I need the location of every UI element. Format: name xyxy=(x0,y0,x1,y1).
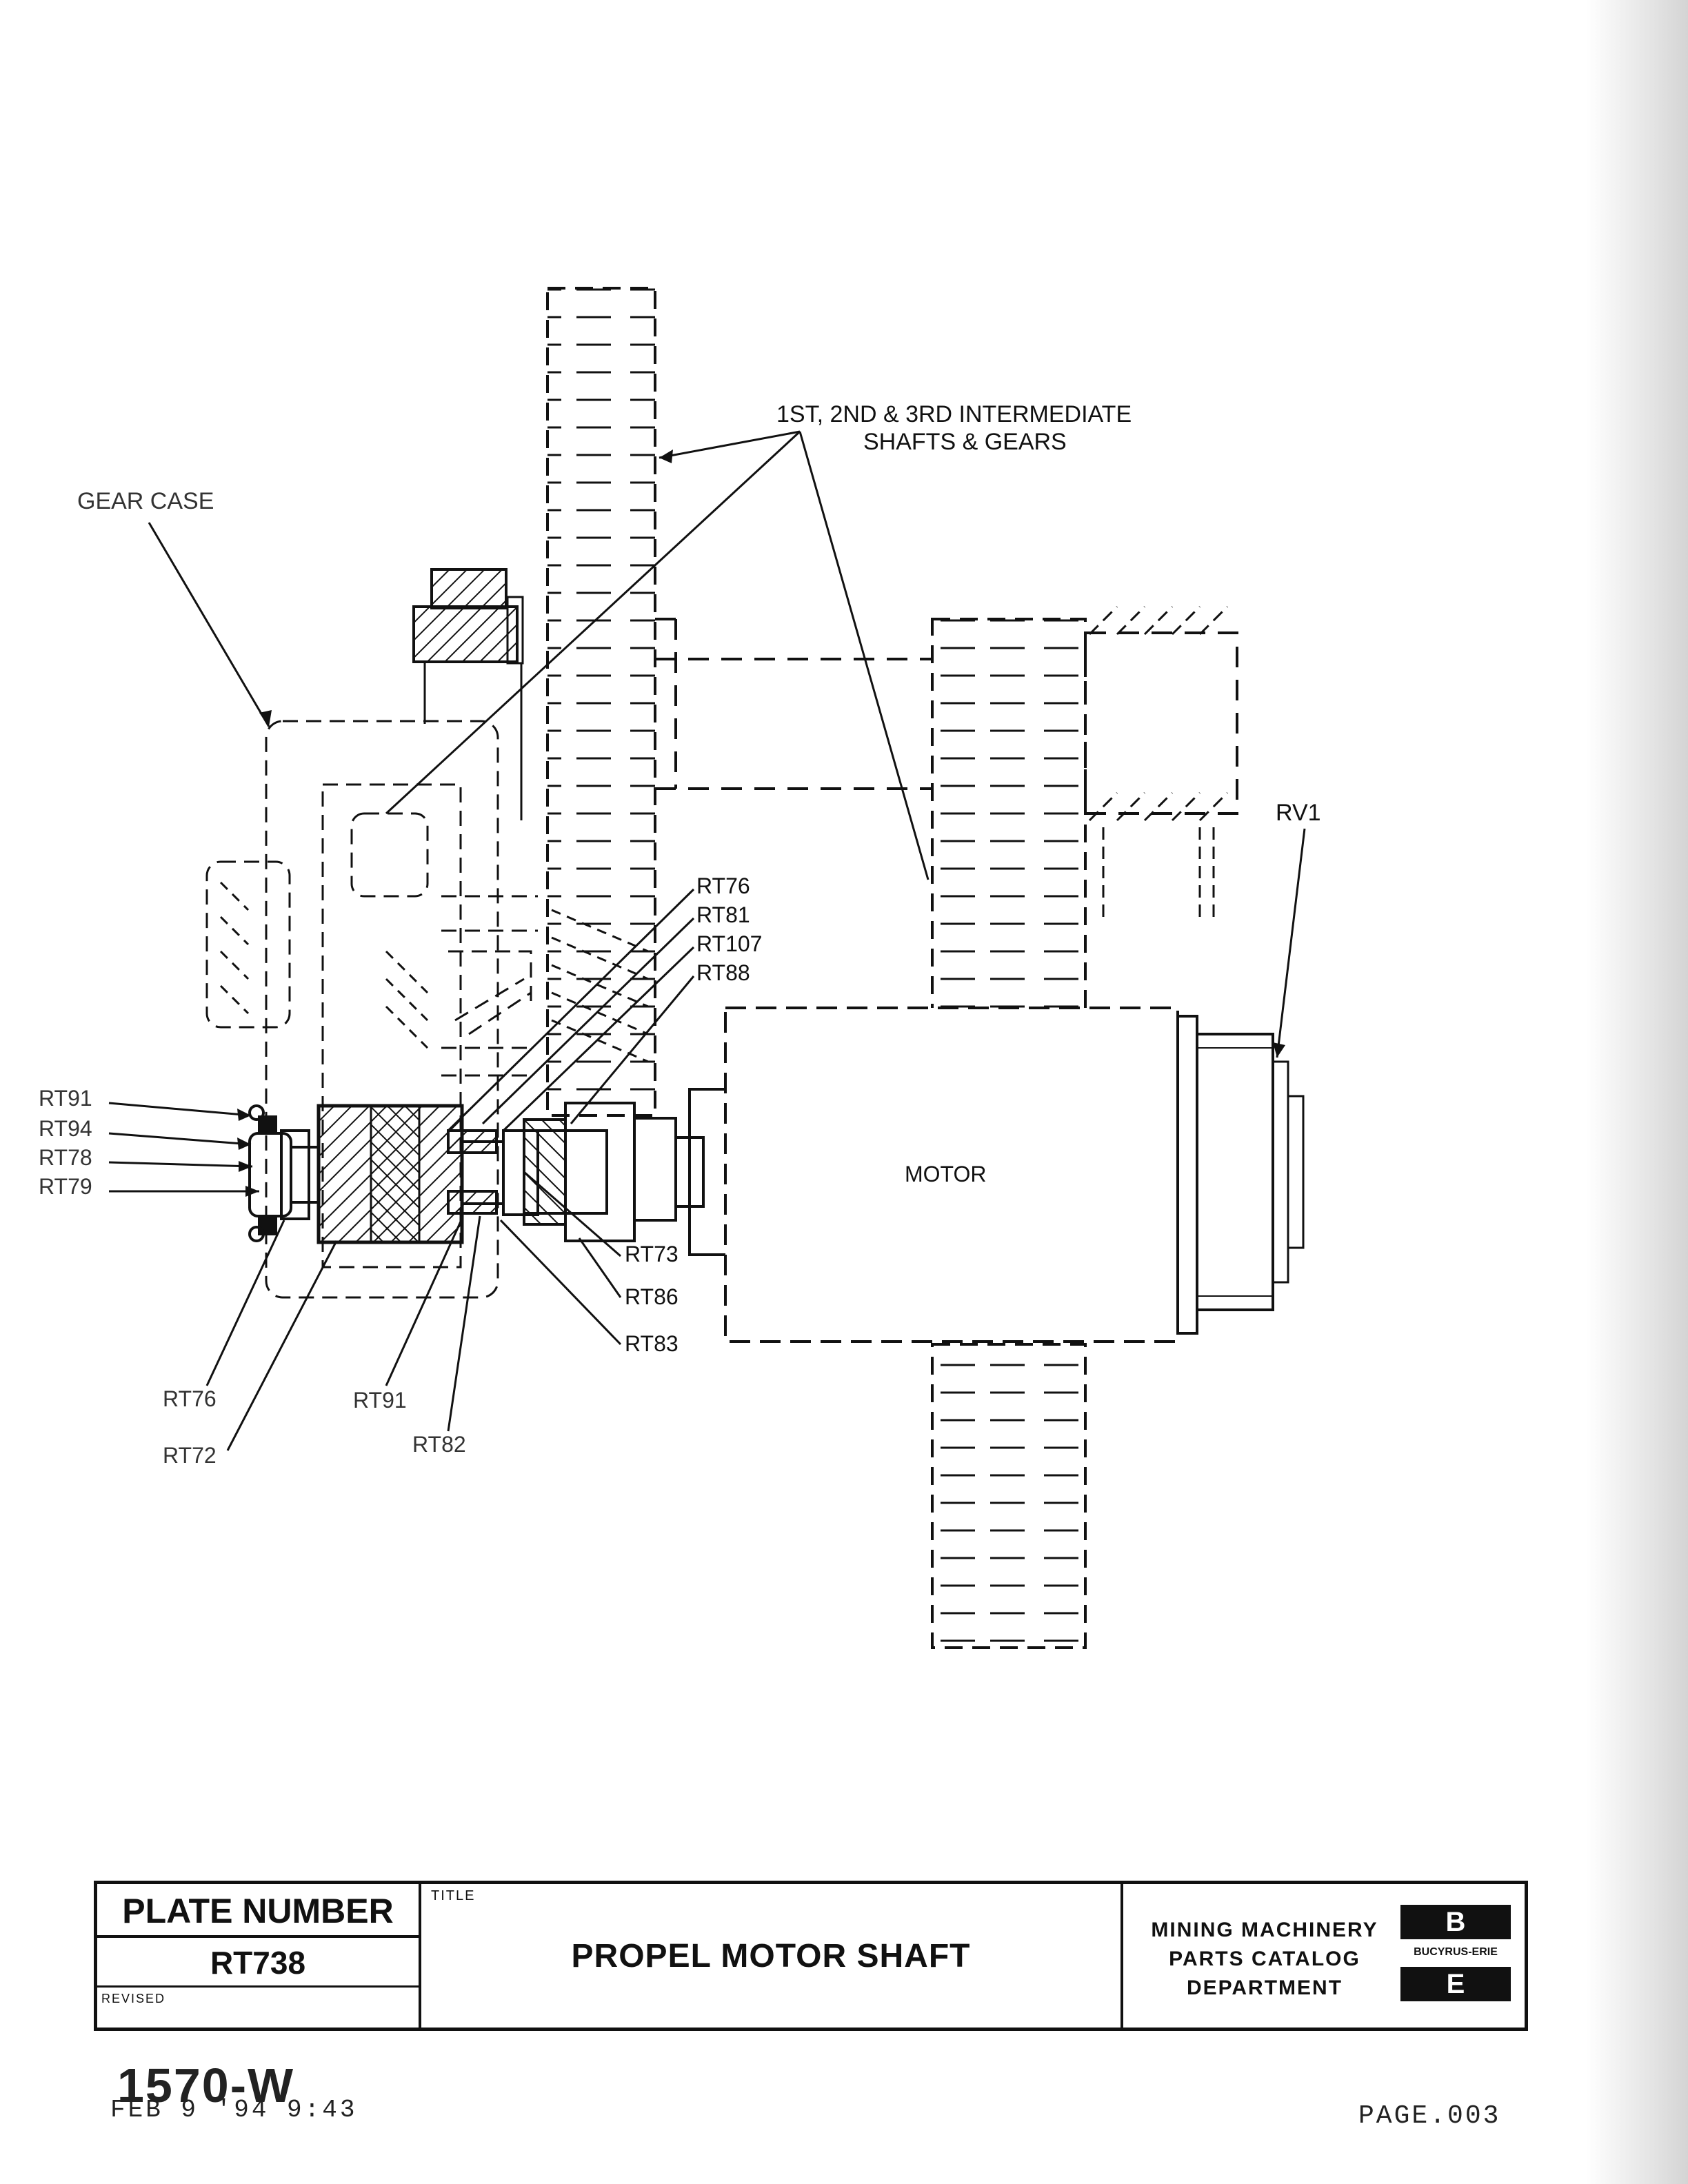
upper-right-callout-stack: RT76 RT81 RT107 RT88 xyxy=(696,873,762,985)
lower-right-callout-stack: RT73 RT86 RT83 xyxy=(625,1242,679,1356)
bucyrus-erie-logo: B BUCYRUS-ERIE E xyxy=(1400,1905,1516,2014)
department-text: MINING MACHINERY PARTS CATALOG DEPARTMEN… xyxy=(1130,1916,1399,2003)
callout-rt88: RT88 xyxy=(696,960,750,985)
callout-rt78: RT78 xyxy=(39,1145,92,1170)
callout-rt107: RT107 xyxy=(696,931,762,956)
date-time-stamp: FEB 9 '94 9:43 xyxy=(110,2096,358,2124)
callout-rt72: RT72 xyxy=(163,1443,217,1468)
leader-arrowheads xyxy=(237,449,1285,1197)
left-bearing-cap xyxy=(248,1104,320,1242)
title-block: PLATE NUMBER RT738 REVISED TITLE PROPEL … xyxy=(94,1881,1528,2031)
gear-case-label: GEAR CASE xyxy=(77,488,214,514)
callout-rt79: RT79 xyxy=(39,1174,92,1199)
callout-rt86: RT86 xyxy=(625,1284,679,1309)
page-number: PAGE.003 xyxy=(1358,2101,1501,2131)
top-pinion xyxy=(412,568,524,820)
logo-b-block: B xyxy=(1400,1905,1511,1939)
intermediate-gear-right xyxy=(931,618,1087,1649)
scan-edge-shadow xyxy=(1586,0,1688,2184)
plate-number-label: PLATE NUMBER xyxy=(97,1884,419,1938)
department-line-1: MINING MACHINERY xyxy=(1151,1919,1378,1941)
department-cell: MINING MACHINERY PARTS CATALOG DEPARTMEN… xyxy=(1123,1884,1525,2028)
callout-rt81: RT81 xyxy=(696,902,750,927)
intermediate-shafts-label-1: 1ST, 2ND & 3RD INTERMEDIATE xyxy=(776,401,1132,427)
bottom-left-callouts: RT76 RT72 RT91 RT82 xyxy=(163,1386,466,1468)
title-cell: TITLE PROPEL MOTOR SHAFT xyxy=(421,1884,1123,2028)
plate-number-cell: PLATE NUMBER RT738 REVISED xyxy=(97,1884,421,2028)
gear-case-hatch xyxy=(219,881,649,1063)
rv1-label: RV1 xyxy=(1276,800,1321,826)
motor-shaft xyxy=(447,1088,732,1256)
callout-rt94: RT94 xyxy=(39,1116,92,1141)
motor-label: MOTOR xyxy=(905,1162,987,1186)
callout-rt83: RT83 xyxy=(625,1331,679,1356)
drawing-title: PROPEL MOTOR SHAFT xyxy=(571,1937,971,1974)
callout-rt82: RT82 xyxy=(412,1432,466,1457)
callout-rt91-left: RT91 xyxy=(39,1086,92,1111)
revised-label: REVISED xyxy=(101,1992,166,2005)
intermediate-gear-tall xyxy=(546,287,656,1117)
plate-number-value: RT738 xyxy=(97,1938,419,1988)
intermediate-shaft xyxy=(655,618,1238,815)
callout-rt76-upper: RT76 xyxy=(696,873,750,898)
main-pinion-gear-rt72 xyxy=(316,1104,464,1244)
callout-rt91-bottom: RT91 xyxy=(353,1388,407,1413)
left-callout-stack: RT91 RT94 RT78 RT79 xyxy=(39,1086,92,1199)
department-line-2: PARTS CATALOG xyxy=(1169,1948,1360,1970)
handwritten-model-number: 1570-W xyxy=(117,2059,295,2112)
title-label: TITLE xyxy=(431,1888,476,1903)
department-line-3: DEPARTMENT xyxy=(1186,1976,1343,1999)
leader-lines xyxy=(108,430,1306,1451)
motor-housing xyxy=(724,1007,1305,1343)
upper-right-pinion xyxy=(1088,605,1229,924)
callout-rt73: RT73 xyxy=(625,1242,679,1266)
logo-e-block: E xyxy=(1400,1967,1511,2001)
logo-company-name: BUCYRUS-ERIE xyxy=(1414,1946,1498,1958)
gear-case xyxy=(205,720,538,1299)
intermediate-shafts-label-2: SHAFTS & GEARS xyxy=(863,429,1067,455)
callout-rt76-bottom: RT76 xyxy=(163,1386,217,1411)
